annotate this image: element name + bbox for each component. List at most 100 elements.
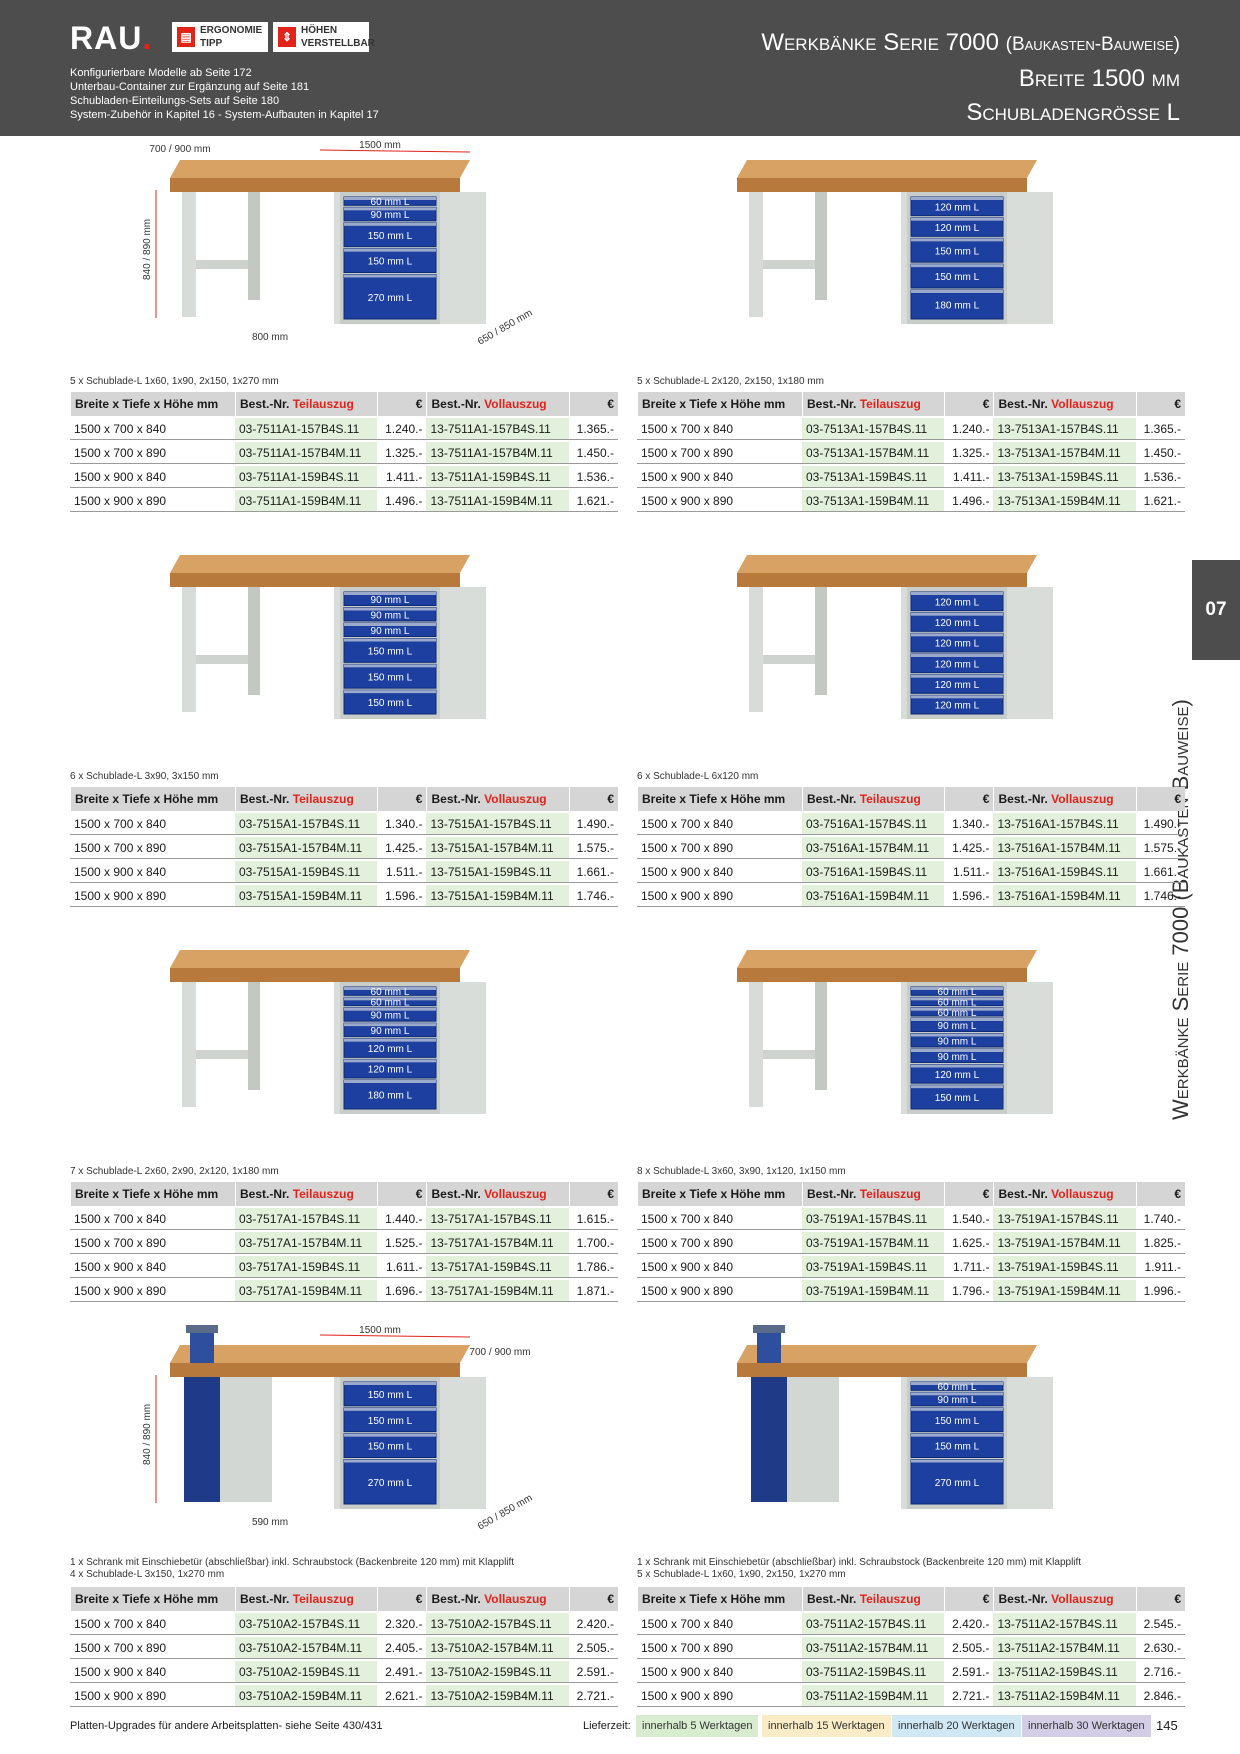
rear-leg	[248, 587, 260, 695]
teilauszug-price: 1.525.-	[377, 1232, 427, 1254]
drawer-front	[910, 632, 1004, 653]
teilauszug-price: 1.325.-	[944, 442, 994, 464]
worktop-edge	[737, 178, 1027, 192]
drawer-front	[343, 1433, 437, 1458]
worktop-surface	[737, 160, 1037, 178]
left-leg	[749, 192, 763, 317]
teilauszug-price: 1.425.-	[944, 837, 994, 859]
header-euro-teil: €	[944, 1587, 994, 1611]
rear-leg	[248, 982, 260, 1090]
drawer-handle	[911, 1407, 1003, 1411]
size-cell: 1500 x 900 x 840	[70, 1661, 235, 1683]
vollauszug-price: 2.630.-	[1135, 1637, 1185, 1659]
vollauszug-price: 1.621.-	[1135, 490, 1185, 512]
vollauszug-price: 1.740.-	[1135, 1208, 1185, 1230]
drawer-label: 150 mm L	[368, 1416, 413, 1427]
drawer-label: 60 mm L	[938, 987, 977, 998]
teilauszug-price: 1.340.-	[944, 813, 994, 835]
size-cell: 1500 x 900 x 890	[637, 490, 802, 512]
header-size: Breite x Tiefe x Höhe mm	[70, 1182, 235, 1206]
drawer-label: 90 mm L	[371, 1026, 410, 1037]
worktop-surface	[170, 555, 470, 573]
size-cell: 1500 x 700 x 840	[637, 813, 802, 835]
size-cell: 1500 x 900 x 890	[70, 1280, 235, 1302]
vollauszug-price: 1.700.-	[568, 1232, 618, 1254]
teilauszug-price: 2.721.-	[944, 1685, 994, 1707]
drawer-label: 120 mm L	[935, 597, 980, 608]
drawer-handle	[911, 1433, 1003, 1437]
drawer-front	[343, 1079, 437, 1110]
header-size: Breite x Tiefe x Höhe mm	[637, 1182, 802, 1206]
size-cell: 1500 x 700 x 840	[70, 1208, 235, 1230]
worktop-edge	[170, 968, 460, 982]
drawer-handle	[344, 623, 436, 626]
vollauszug-price: 2.591.-	[568, 1661, 618, 1683]
drawer-label: 150 mm L	[368, 231, 413, 242]
footer-note: Platten-Upgrades für andere Arbeitsplatt…	[70, 1720, 383, 1732]
page-footer: Platten-Upgrades für andere Arbeitsplatt…	[0, 1712, 1240, 1742]
drawer-handle	[344, 1080, 436, 1083]
size-cell: 1500 x 700 x 890	[637, 837, 802, 859]
drawer-front	[910, 1433, 1004, 1458]
vollauszug-price: 1.365.-	[568, 418, 618, 440]
vollauszug-price: 1.450.-	[568, 442, 618, 464]
drawer-label: 120 mm L	[935, 618, 980, 629]
drawer-handle	[911, 1382, 1003, 1385]
teilauszug-price: 1.340.-	[377, 813, 427, 835]
vollauszug-code: 13-7516A1-157B4S.11	[993, 813, 1136, 835]
drawer-handle	[344, 607, 436, 611]
left-leg	[182, 587, 196, 712]
teilauszug-price: 1.440.-	[377, 1208, 427, 1230]
teilauszug-price: 1.796.-	[944, 1280, 994, 1302]
drawer-label: 180 mm L	[935, 301, 980, 312]
drawer-front	[343, 1459, 437, 1505]
teilauszug-price: 1.611.-	[377, 1256, 427, 1278]
width-dimension-label: 1500 mm	[359, 1325, 401, 1336]
drawer-handle	[344, 274, 436, 278]
drawer-label: 120 mm L	[935, 659, 980, 670]
page-number: 145	[1156, 1718, 1178, 1733]
teilauszug-price: 1.325.-	[377, 442, 427, 464]
drawer-handle	[911, 654, 1003, 657]
vollauszug-code: 13-7510A2-159B4S.11	[426, 1661, 569, 1683]
teilauszug-price: 1.511.-	[377, 861, 427, 883]
tool-cabinet-side	[220, 1377, 272, 1502]
drawer-handle	[911, 1392, 1003, 1396]
tool-cabinet-side	[787, 1377, 839, 1502]
teilauszug-price: 2.505.-	[944, 1637, 994, 1659]
header-size: Breite x Tiefe x Höhe mm	[70, 787, 235, 811]
drawer-label: 90 mm L	[371, 626, 410, 637]
worktop-surface	[170, 160, 470, 178]
drawer-handle	[911, 1007, 1003, 1011]
teilauszug-price: 1.711.-	[944, 1256, 994, 1278]
rau-logo: RAU.	[70, 20, 153, 56]
drawer-handle	[911, 1085, 1003, 1089]
frame-rail	[763, 1050, 815, 1059]
header-size: Breite x Tiefe x Höhe mm	[70, 392, 235, 416]
size-cell: 1500 x 900 x 840	[637, 861, 802, 883]
size-cell: 1500 x 700 x 840	[70, 813, 235, 835]
drawer-label: 90 mm L	[371, 595, 410, 606]
vollauszug-code: 13-7510A2-157B4S.11	[426, 1613, 569, 1635]
teilauszug-price: 2.491.-	[377, 1661, 427, 1683]
vollauszug-price: 2.721.-	[568, 1685, 618, 1707]
frame-rail	[763, 260, 815, 269]
vollauszug-code: 13-7513A1-157B4M.11	[993, 442, 1136, 464]
drawer-label: 150 mm L	[368, 646, 413, 657]
drawer-label: 90 mm L	[371, 1010, 410, 1021]
drawer-handle	[344, 207, 436, 211]
vollauszug-code: 13-7515A1-157B4M.11	[426, 837, 569, 859]
